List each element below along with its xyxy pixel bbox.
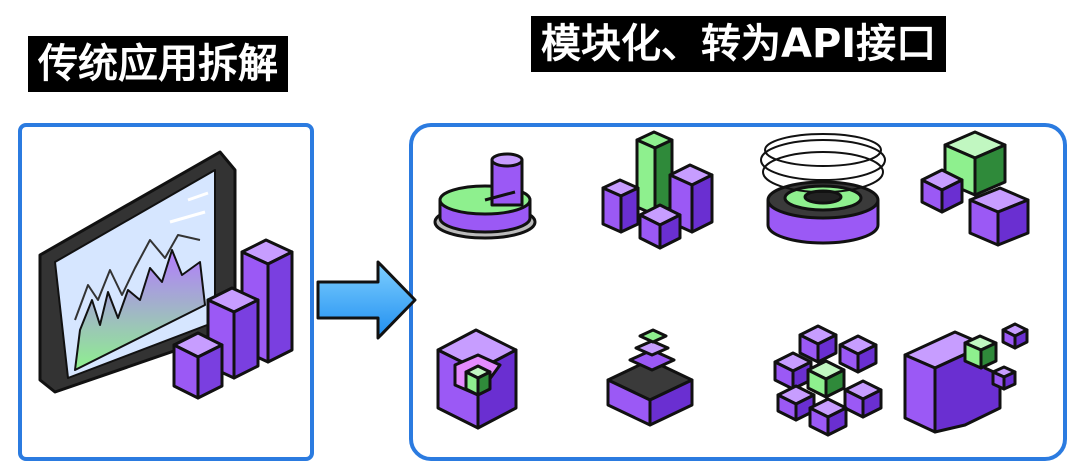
right-arrow-icon — [316, 260, 417, 340]
bar-chart-cubes-icon — [172, 238, 294, 400]
title-modular-api: 模块化、转为API接口 — [531, 16, 947, 72]
stacked-cubes-icon — [920, 130, 1030, 247]
bar-cubes-icon — [601, 130, 714, 250]
pie-cylinder-icon — [433, 152, 537, 240]
nested-cube-icon — [436, 328, 518, 430]
concentric-disc-icon — [760, 133, 886, 245]
layered-tray-icon — [606, 328, 694, 427]
title-traditional-app: 传统应用拆解 — [28, 36, 288, 92]
exploding-cube-icon — [903, 322, 1029, 434]
dashboard-monitor-icon — [38, 150, 237, 394]
cube-cluster-icon — [773, 324, 883, 437]
